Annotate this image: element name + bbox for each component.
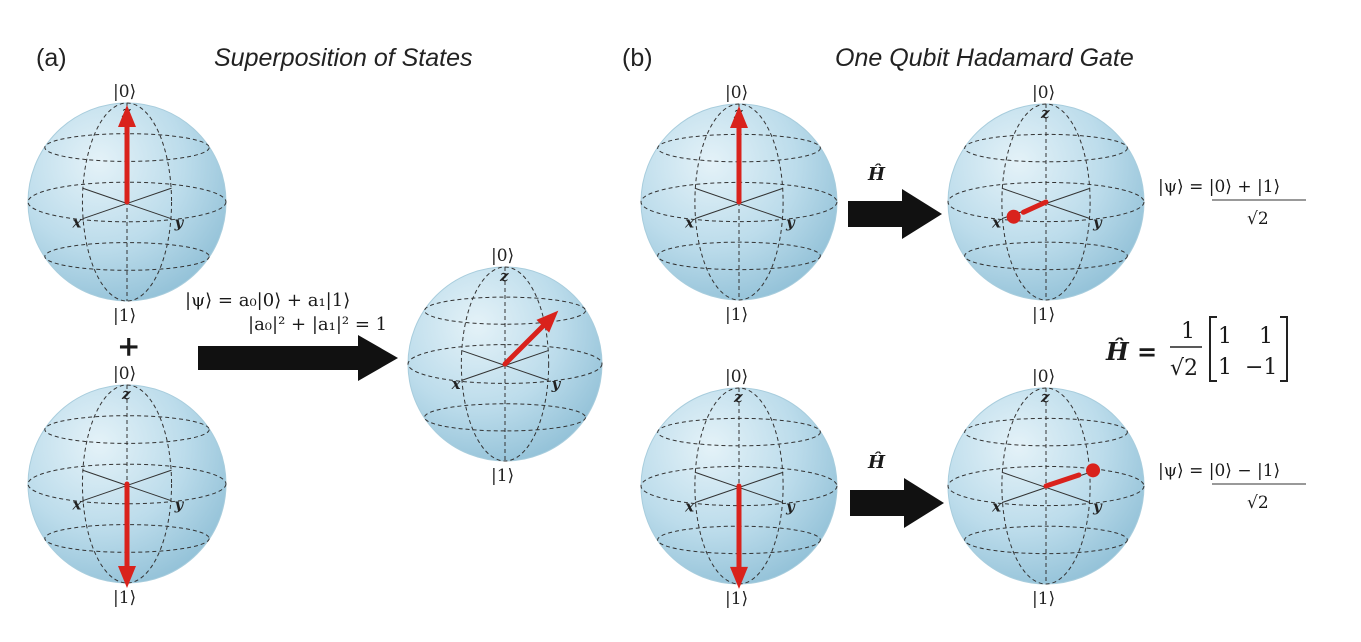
state-vector-head [118, 104, 136, 127]
ket-zero-label: |0⟩ [1032, 367, 1055, 387]
state-vector-head [730, 566, 748, 589]
hadamard-matrix: Ĥ = 1 √2 1 1 1 −1 [1105, 316, 1288, 382]
plus-state-denominator: √2 [1247, 209, 1269, 229]
latitude-ring [964, 525, 1128, 555]
hadamard-label-bottom: Ĥ [867, 450, 886, 473]
axis-y-label: y [1092, 213, 1103, 231]
minus-state-numerator: |ψ⟩ = |0⟩ − |1⟩ [1158, 461, 1280, 481]
axis-x-label: x [72, 214, 83, 232]
axis-x-label: x [991, 497, 1002, 515]
axis-y-label: y [551, 375, 562, 393]
ket-zero-label: |0⟩ [1032, 83, 1055, 103]
latitude-ring [44, 242, 210, 271]
axis-z-label: z [121, 385, 131, 403]
panel-b-label: (b) [622, 44, 653, 72]
ket-one-label: |1⟩ [1032, 589, 1055, 609]
ket-one-label: |1⟩ [491, 466, 514, 486]
matrix-coefficient-denominator: √2 [1170, 356, 1198, 381]
state-vector-shaft [1020, 199, 1049, 215]
bloch-sphere-b-input-bottom: z x y |0⟩ |1⟩ [640, 367, 838, 609]
ket-zero-label: |0⟩ [113, 82, 136, 102]
equator-ring [407, 344, 603, 384]
axis-x-label: x [72, 496, 83, 514]
hadamard-label-top: Ĥ [867, 162, 886, 185]
minus-state-denominator: √2 [1247, 493, 1269, 513]
latitude-ring [657, 241, 821, 271]
matrix-cell-2-2: −1 [1245, 355, 1277, 380]
state-vector-head [1086, 463, 1101, 478]
hadamard-arrow-bottom [850, 478, 944, 528]
state-equation: |ψ⟩ = a₀|0⟩ + a₁|1⟩ [185, 290, 350, 311]
hadamard-arrow-top [848, 189, 942, 239]
bloch-sphere-b-input-top: zxy|0⟩|1⟩ [640, 83, 838, 325]
matrix-bracket-right [1280, 316, 1288, 382]
axis-z-label: z [1040, 104, 1050, 122]
matrix-cell-1-2: 1 [1259, 324, 1273, 349]
axis-y-label: y [174, 496, 185, 514]
bloch-sphere-b-output-top: z x y |0⟩ |1⟩ [947, 83, 1145, 325]
bloch-sphere-a-bottom: z x y |0⟩ |1⟩ [27, 364, 227, 608]
axis-z-label: z [499, 267, 509, 285]
axis-x-label: x [451, 375, 462, 393]
axis-y-label: y [785, 497, 796, 515]
axis-z-label: z [1040, 388, 1050, 406]
bloch-sphere-b-output-bottom: z x y |0⟩ |1⟩ [947, 367, 1145, 609]
ket-one-label: |1⟩ [725, 305, 748, 325]
state-vector-head [730, 105, 748, 128]
transform-arrow [198, 335, 398, 381]
axis-z-label: z [733, 388, 743, 406]
panel-b-title: One Qubit Hadamard Gate [835, 44, 1134, 72]
ket-one-label: |1⟩ [1032, 305, 1055, 325]
plus-state-numerator: |ψ⟩ = |0⟩ + |1⟩ [1158, 177, 1280, 197]
axis-x-label: x [684, 497, 695, 515]
ket-zero-label: |0⟩ [113, 364, 136, 384]
panel-a-title: Superposition of States [214, 44, 473, 72]
panel-a-label: (a) [36, 44, 67, 72]
latitude-ring [964, 241, 1128, 271]
latitude-ring [423, 403, 587, 432]
meridian-ring [460, 266, 550, 462]
state-vector-head [536, 310, 559, 333]
axis-x-label: x [684, 213, 695, 231]
matrix-lhs: Ĥ = [1105, 337, 1157, 366]
ket-zero-label: |0⟩ [725, 83, 748, 103]
ket-zero-label: |0⟩ [725, 367, 748, 387]
state-vector-head [118, 565, 136, 588]
bloch-sphere-a-top: zxy|0⟩|1⟩ [27, 82, 227, 326]
latitude-ring [423, 296, 587, 325]
ket-one-label: |1⟩ [725, 589, 748, 609]
state-vector-shaft [1043, 472, 1082, 489]
matrix-cell-2-1: 1 [1218, 355, 1232, 380]
state-vector-shaft [502, 323, 546, 367]
meridian-ring [81, 384, 173, 584]
matrix-coefficient-numerator: 1 [1181, 319, 1195, 344]
plus-sign: + [117, 330, 140, 363]
axis-x-label: x [991, 213, 1002, 231]
state-vector-head [1006, 209, 1021, 224]
axis-y-label: y [785, 213, 796, 231]
ket-one-label: |1⟩ [113, 306, 136, 326]
matrix-bracket-left [1209, 316, 1217, 382]
ket-zero-label: |0⟩ [491, 246, 514, 266]
bloch-sphere-a-result: z x y |0⟩ |1⟩ [407, 246, 603, 486]
axis-y-label: y [174, 214, 185, 232]
axis-y-label: y [1092, 497, 1103, 515]
matrix-cell-1-1: 1 [1218, 324, 1232, 349]
meridian-ring [81, 102, 173, 302]
normalization-equation: |a₀|² + |a₁|² = 1 [248, 314, 387, 335]
ket-one-label: |1⟩ [113, 588, 136, 608]
